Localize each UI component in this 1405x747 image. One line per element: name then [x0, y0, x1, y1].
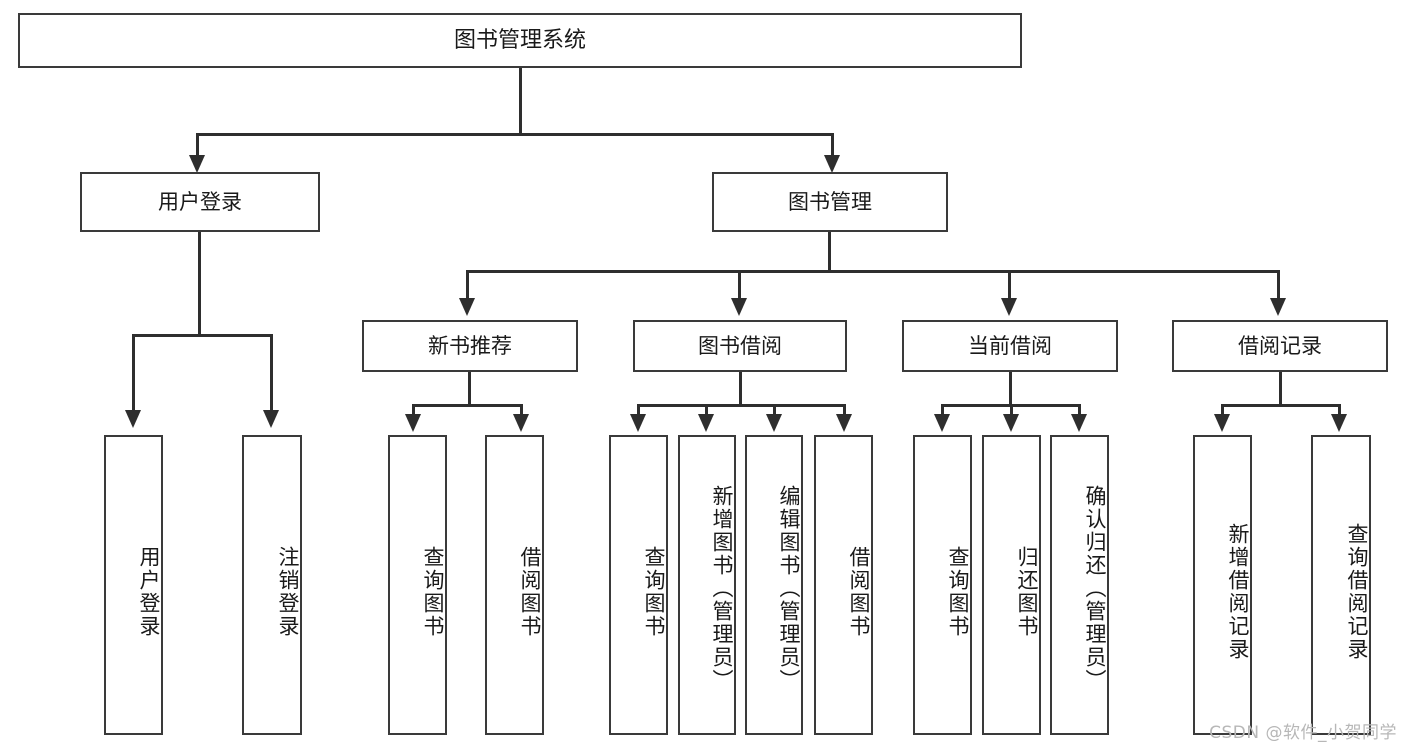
arrow-book-borrow-leaf-3	[766, 414, 782, 432]
node-user-login[interactable]: 用户登录	[80, 172, 320, 232]
leaf-user-login-logout[interactable]: 注销登录	[242, 435, 302, 735]
arrow-user-login-leaf-2	[263, 410, 279, 428]
arrow-current-borrow-leaf-3	[1071, 414, 1087, 432]
arrow-new-book-leaf-2	[513, 414, 529, 432]
edge-book-borrow-bus	[637, 404, 846, 407]
leaf-book-borrow-query-book[interactable]: 查询图书	[609, 435, 668, 735]
edge-current-borrow-stem	[1009, 372, 1012, 406]
edge-current-borrow-drop-1	[941, 404, 944, 418]
node-current-borrow[interactable]: 当前借阅	[902, 320, 1118, 372]
arrow-root-to-book-manage	[824, 155, 840, 173]
edge-book-manage-drop-4	[1277, 270, 1280, 302]
leaf-book-borrow-borrow-book[interactable]: 借阅图书	[814, 435, 873, 735]
edge-book-borrow-drop-2	[705, 404, 708, 418]
leaf-borrow-record-add-record[interactable]: 新增借阅记录	[1193, 435, 1252, 735]
leaf-current-borrow-query-book[interactable]: 查询图书	[913, 435, 972, 735]
leaf-new-book-borrow-book[interactable]: 借阅图书	[485, 435, 544, 735]
arrow-book-borrow-leaf-1	[630, 414, 646, 432]
leaf-current-borrow-return-book[interactable]: 归还图书	[982, 435, 1041, 735]
leaf-book-borrow-add-book-admin[interactable]: 新增图书（管理员）	[678, 435, 736, 735]
arrow-borrow-record-leaf-2	[1331, 414, 1347, 432]
edge-new-book-bus	[412, 404, 523, 407]
edge-book-manage-drop-3	[1008, 270, 1011, 302]
edge-book-manage-drop-1	[466, 270, 469, 302]
arrow-borrow-record-leaf-1	[1214, 414, 1230, 432]
node-book-manage[interactable]: 图书管理	[712, 172, 948, 232]
arrow-book-borrow-leaf-4	[836, 414, 852, 432]
watermark-csdn: CSDN @软件_小贺同学	[1209, 723, 1397, 743]
edge-root-stem	[519, 68, 522, 135]
edge-book-borrow-stem	[739, 372, 742, 406]
arrow-current-borrow-leaf-1	[934, 414, 950, 432]
arrow-current-borrow-leaf-2	[1003, 414, 1019, 432]
arrow-root-to-user-login	[189, 155, 205, 173]
edge-root-to-user-login	[196, 133, 199, 160]
edge-new-book-drop-1	[412, 404, 415, 418]
edge-new-book-drop-2	[520, 404, 523, 418]
leaf-book-borrow-edit-book-admin[interactable]: 编辑图书（管理员）	[745, 435, 803, 735]
edge-book-manage-bus	[466, 270, 1280, 273]
edge-current-borrow-drop-3	[1078, 404, 1081, 418]
leaf-borrow-record-query-record[interactable]: 查询借阅记录	[1311, 435, 1371, 735]
node-book-borrow[interactable]: 图书借阅	[633, 320, 847, 372]
leaf-current-borrow-confirm-return-admin[interactable]: 确认归还（管理员）	[1050, 435, 1109, 735]
edge-borrow-record-bus	[1221, 404, 1341, 407]
edge-book-borrow-drop-4	[843, 404, 846, 418]
leaf-user-login-login[interactable]: 用户登录	[104, 435, 163, 735]
edge-user-login-bus	[132, 334, 273, 337]
leaf-new-book-query-book[interactable]: 查询图书	[388, 435, 447, 735]
node-root-system[interactable]: 图书管理系统	[18, 13, 1022, 68]
node-borrow-record[interactable]: 借阅记录	[1172, 320, 1388, 372]
arrow-book-manage-l2-3	[1001, 298, 1017, 316]
edge-book-manage-drop-2	[738, 270, 741, 302]
edge-book-borrow-drop-1	[637, 404, 640, 418]
arrow-user-login-leaf-1	[125, 410, 141, 428]
edge-root-to-book-manage	[831, 133, 834, 160]
arrow-book-manage-l2-1	[459, 298, 475, 316]
edge-book-manage-stem	[828, 232, 831, 272]
arrow-book-manage-l2-2	[731, 298, 747, 316]
edge-borrow-record-drop-2	[1338, 404, 1341, 418]
node-new-book-recommend[interactable]: 新书推荐	[362, 320, 578, 372]
edge-book-borrow-drop-3	[773, 404, 776, 418]
edge-user-login-drop-2	[270, 334, 273, 414]
edge-user-login-stem	[198, 232, 201, 336]
arrow-book-borrow-leaf-2	[698, 414, 714, 432]
edge-user-login-drop-1	[132, 334, 135, 414]
edge-borrow-record-stem	[1279, 372, 1282, 406]
arrow-new-book-leaf-1	[405, 414, 421, 432]
edge-root-bus	[196, 133, 834, 136]
edge-borrow-record-drop-1	[1221, 404, 1224, 418]
edge-new-book-stem	[468, 372, 471, 406]
arrow-book-manage-l2-4	[1270, 298, 1286, 316]
edge-current-borrow-drop-2	[1010, 404, 1013, 418]
